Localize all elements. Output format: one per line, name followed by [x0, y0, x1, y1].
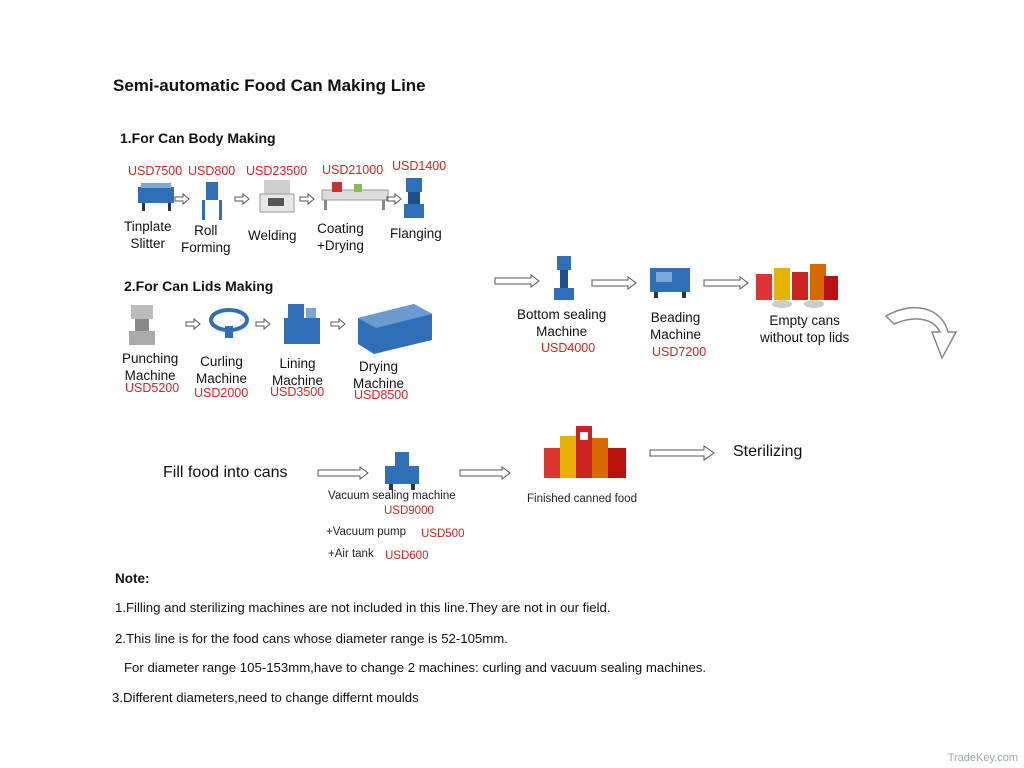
page-title: Semi-automatic Food Can Making Line: [113, 76, 426, 95]
empty-cans-icon: [756, 264, 838, 308]
curling-machine-icon: [209, 308, 249, 338]
arrow-icon: [234, 192, 250, 206]
tinplate-slitter-icon: [138, 183, 174, 211]
arrow-icon: [185, 317, 201, 331]
finished-canned-food-icon: [544, 426, 626, 478]
arrow-icon: [299, 192, 315, 206]
fill-food-label: Fill food into cans: [163, 464, 288, 481]
price-roll-forming: USD800: [188, 164, 236, 178]
price-vacuum-pump: USD500: [421, 528, 465, 540]
beading-machine-icon: [650, 268, 690, 298]
price-coating-drying: USD21000: [322, 163, 384, 177]
note-item: For diameter range 105-153mm,have to cha…: [124, 660, 707, 675]
long-arrow-icon: [459, 466, 511, 480]
label-welding: Welding: [248, 228, 297, 243]
label-coating-drying: Coating+Drying: [317, 221, 364, 253]
lining-machine-icon: [284, 304, 320, 344]
price-beading-machine: USD7200: [652, 345, 707, 359]
long-arrow-icon: [317, 466, 369, 480]
body-section-heading: 1.For Can Body Making: [120, 130, 276, 146]
price-flanging: USD1400: [392, 159, 447, 173]
air-tank-label: +Air tank: [328, 548, 374, 560]
sterilizing-label: Sterilizing: [733, 443, 803, 460]
long-arrow-icon: [703, 276, 749, 290]
arrow-icon: [255, 317, 271, 331]
coating-drying-icon: [321, 182, 389, 210]
arrow-icon: [386, 192, 402, 206]
price-welding: USD23500: [246, 164, 308, 178]
note-item: 1.Filling and sterilizing machines are n…: [115, 600, 611, 615]
lids-section-heading: 2.For Can Lids Making: [124, 278, 274, 294]
price-curling-machine: USD2000: [194, 386, 249, 400]
price-punching-machine: USD5200: [125, 381, 180, 395]
label-flanging: Flanging: [390, 226, 442, 241]
roll-forming-icon: [202, 182, 222, 220]
note-item: 3.Different diameters,need to change dif…: [112, 690, 419, 705]
price-tinplate-slitter: USD7500: [128, 164, 183, 178]
arrow-icon: [330, 317, 346, 331]
long-arrow-icon: [494, 274, 540, 288]
price-lining-machine: USD3500: [270, 385, 325, 399]
price-vacuum-sealing: USD9000: [384, 505, 434, 517]
bottom-sealing-machine-icon: [554, 256, 574, 300]
punching-machine-icon: [129, 305, 155, 345]
vacuum-sealing-machine-icon: [385, 452, 419, 490]
drying-machine-icon: [358, 304, 432, 354]
price-drying-machine: USD8500: [354, 388, 409, 402]
long-arrow-icon: [649, 445, 715, 461]
note-heading: Note:: [115, 571, 150, 586]
note-item: 2.This line is for the food cans whose d…: [115, 631, 508, 646]
vacuum-pump-label: +Vacuum pump: [326, 526, 407, 538]
finished-canned-food-label: Finished canned food: [527, 493, 637, 505]
vacuum-sealing-label: Vacuum sealing machine: [328, 490, 456, 502]
watermark: TradeKey.com: [947, 752, 1018, 764]
curved-arrow-icon: [884, 307, 958, 360]
price-air-tank: USD600: [385, 550, 429, 562]
arrow-icon: [174, 192, 190, 206]
price-bottom-sealing-machine: USD4000: [541, 341, 596, 355]
welding-icon: [259, 180, 295, 213]
flanging-icon: [404, 178, 424, 218]
long-arrow-icon: [591, 276, 637, 290]
